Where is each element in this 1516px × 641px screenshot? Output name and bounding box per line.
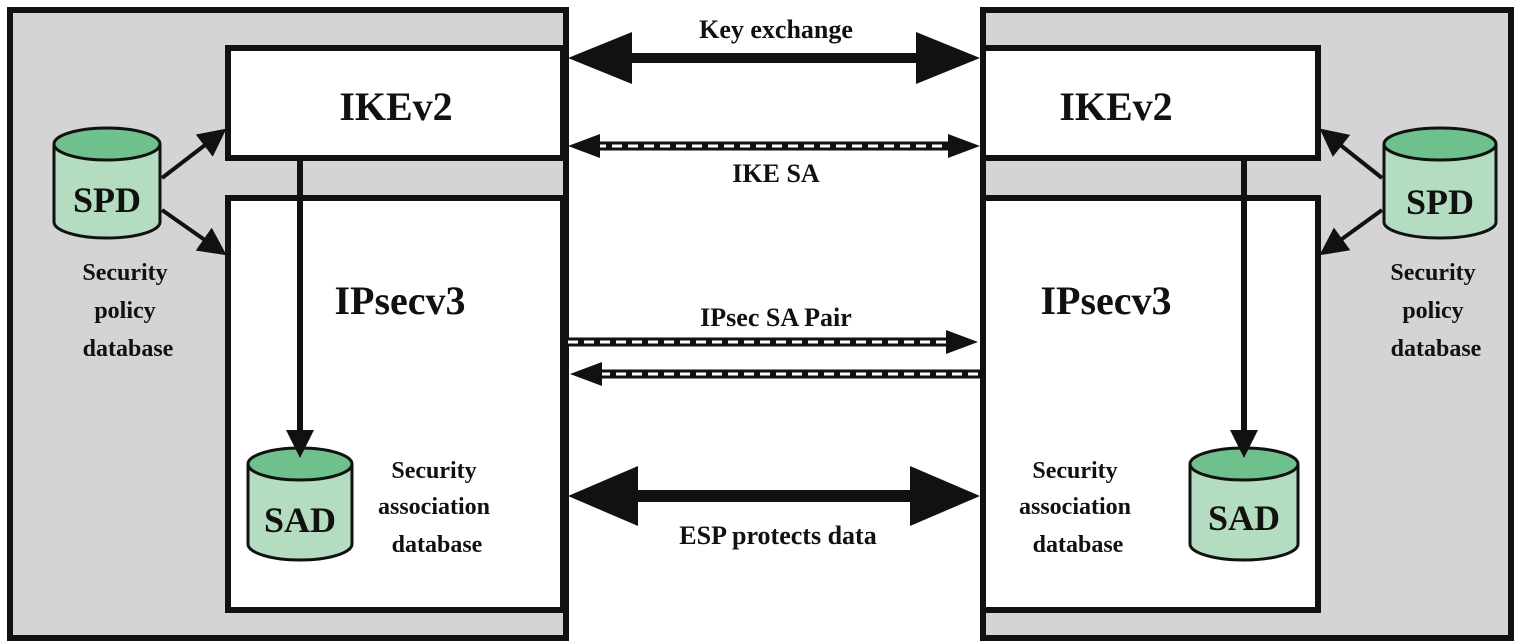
right-sad-database: SAD bbox=[1188, 446, 1300, 562]
left-ikev2-label: IKEv2 bbox=[339, 84, 452, 129]
right-spd-to-ikev2-arrow bbox=[1319, 128, 1384, 180]
left-spd-to-ipsecv3-arrow bbox=[160, 208, 227, 256]
left-ikev2-box bbox=[225, 45, 566, 161]
right-spd-database: SPD bbox=[1382, 126, 1498, 240]
left-sad-caption: Security association database bbox=[378, 458, 496, 558]
key-exchange-arrow bbox=[568, 32, 980, 84]
right-spd-to-ipsecv3-arrow bbox=[1319, 208, 1384, 256]
key-exchange-label: Key exchange bbox=[699, 15, 853, 44]
left-spd-database: SPD bbox=[52, 126, 162, 240]
ike-sa-label: IKE SA bbox=[732, 159, 820, 188]
left-ikev2-to-sad-arrowhead bbox=[286, 430, 314, 458]
ipsec-sa-outbound-arrow bbox=[568, 330, 978, 354]
left-ipsecv3-label: IPsecv3 bbox=[334, 278, 465, 323]
right-spd-caption: Security policy database bbox=[1390, 260, 1481, 362]
left-sad-label: SAD bbox=[264, 500, 336, 540]
left-sad-database: SAD bbox=[246, 446, 354, 562]
right-spd-label: SPD bbox=[1406, 182, 1474, 222]
ipsec-sa-pair-label: IPsec SA Pair bbox=[700, 303, 852, 332]
esp-label: ESP protects data bbox=[679, 521, 876, 550]
ipsec-sa-inbound-arrow bbox=[570, 362, 980, 386]
right-sad-label: SAD bbox=[1208, 498, 1280, 538]
right-ikev2-box bbox=[980, 45, 1321, 161]
right-ikev2-label: IKEv2 bbox=[1059, 84, 1172, 129]
right-ikev2-to-sad-arrowhead bbox=[1230, 430, 1258, 458]
ike-sa-arrow bbox=[568, 134, 980, 158]
left-spd-to-ikev2-arrow bbox=[160, 128, 227, 180]
right-ipsecv3-label: IPsecv3 bbox=[1040, 278, 1171, 323]
right-sad-caption: Security association database bbox=[1019, 458, 1137, 558]
left-spd-caption: Security policy database bbox=[82, 260, 173, 362]
esp-arrow bbox=[568, 466, 980, 526]
left-spd-label: SPD bbox=[73, 180, 141, 220]
